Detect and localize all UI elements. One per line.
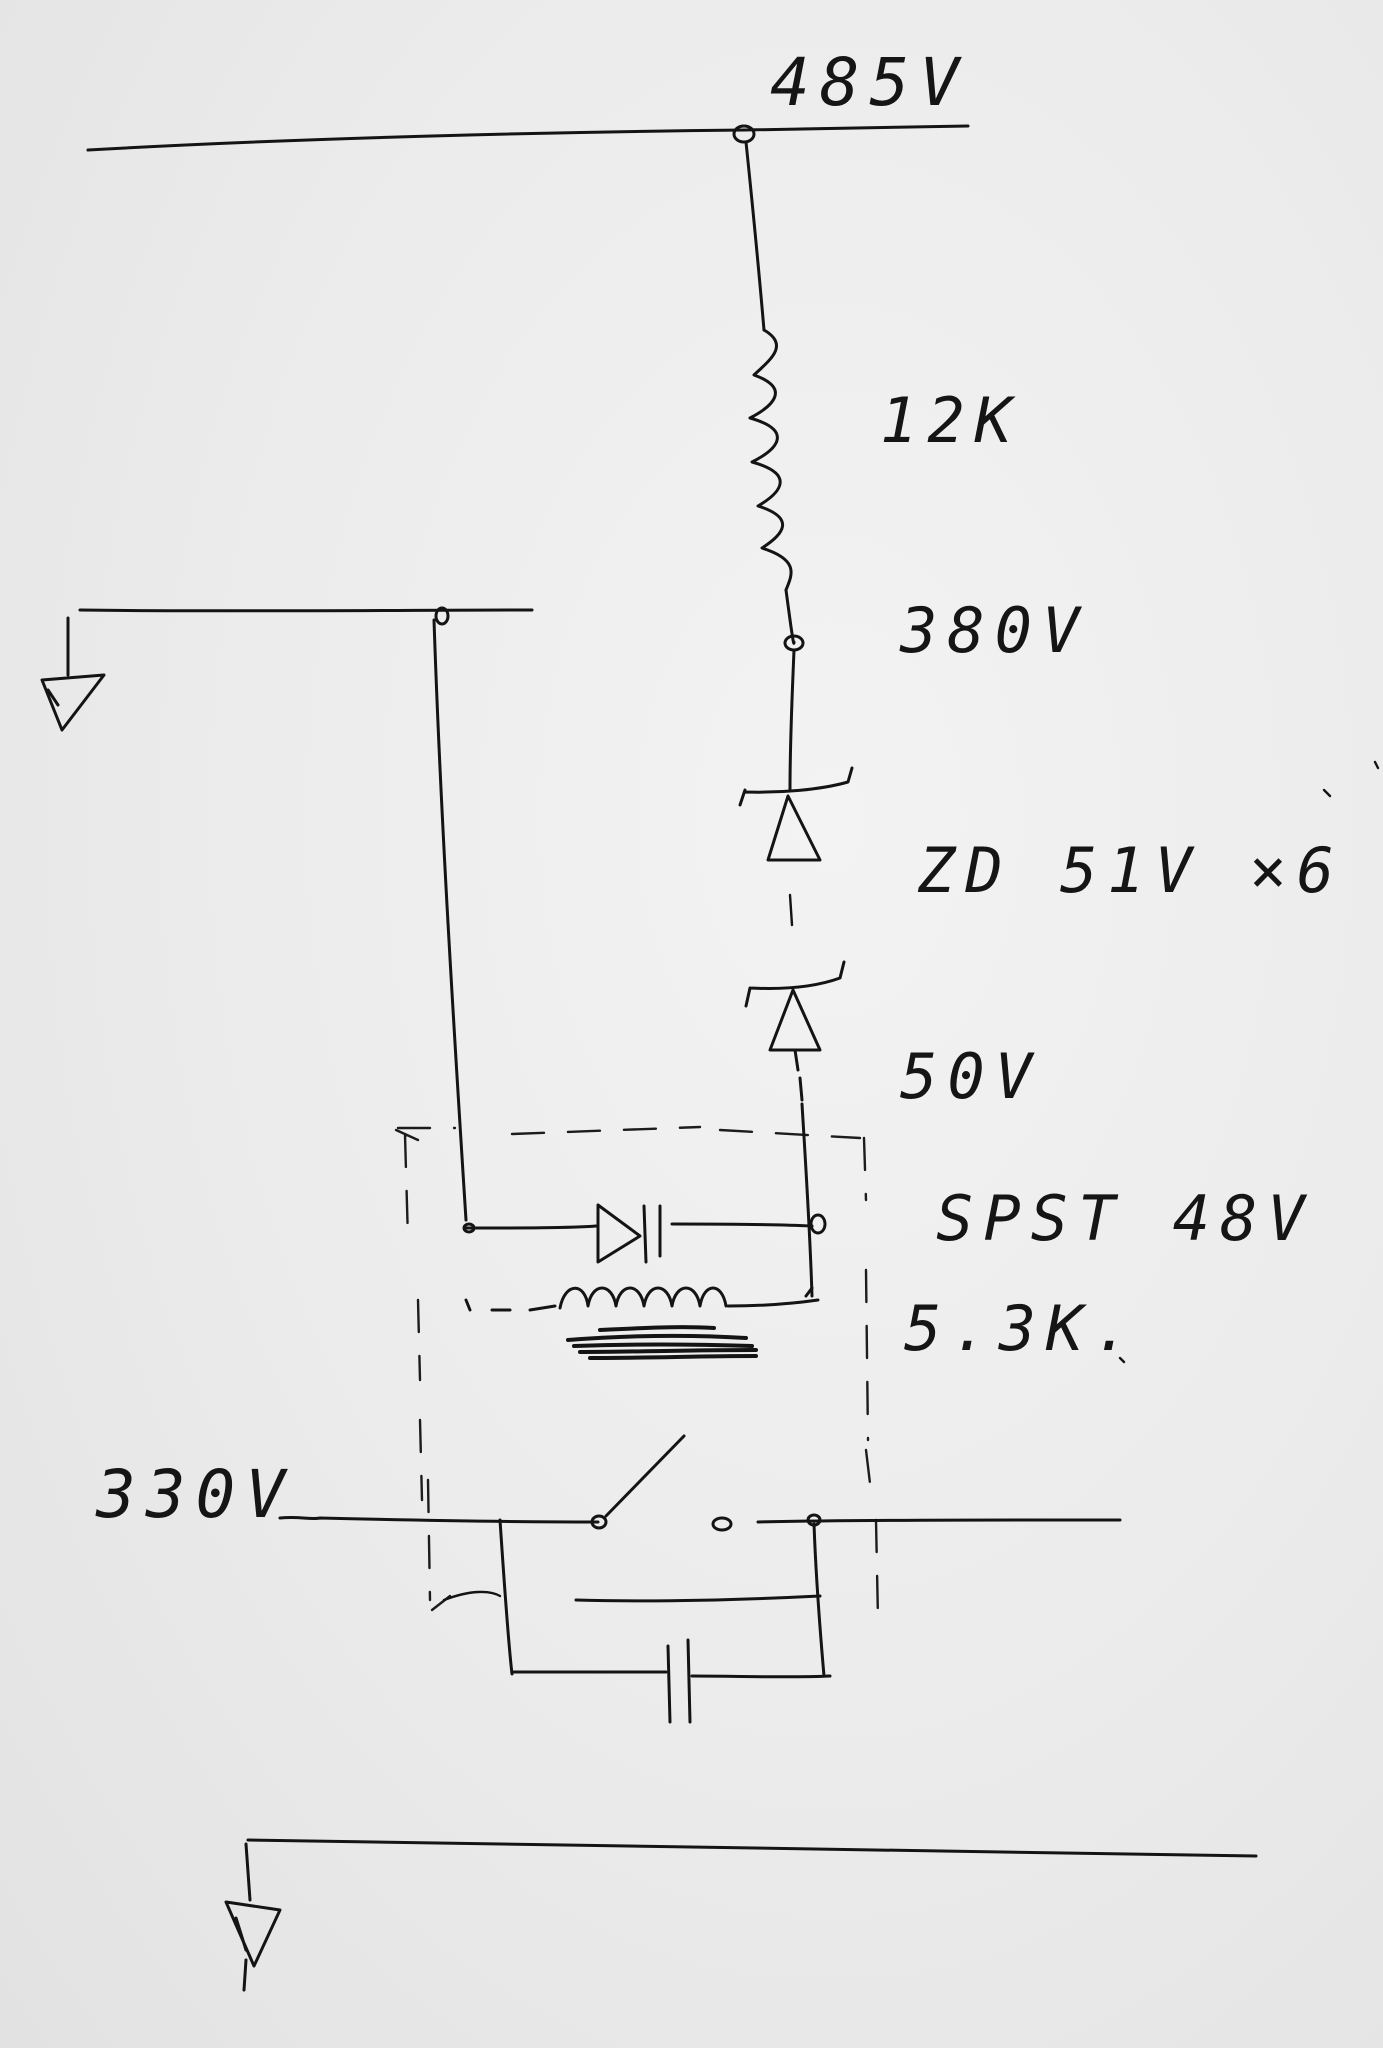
diode-row-wire-right [670,1222,814,1228]
zener-top-wire [788,648,796,792]
diode-row-wire-left [464,1224,598,1230]
switch-blade [604,1434,686,1518]
diode-left-node [462,1222,476,1234]
zener-diode-2 [744,960,846,1052]
upper-ground-symbol [40,673,106,732]
snubber-right-vertical [812,1522,826,1678]
supply-drop-wire [744,140,766,332]
snubber-bottom-right [690,1674,832,1679]
diode-right-node [809,1213,827,1235]
zener-label: ZD 51V ×6 [918,834,1344,907]
relay-right-vertical [800,1102,814,1298]
snubber-capacitor [666,1638,692,1724]
upper-ground-node [434,606,450,626]
relay-housing-right [862,1136,880,1622]
flyback-diode [596,1203,662,1264]
zener-diode-1 [738,766,854,862]
load-voltage-label: 330V [96,1456,295,1533]
snubber-left-vertical [498,1518,514,1676]
coil-resistance-label: 5.3K. [904,1292,1141,1365]
resistor-value-label: 12K [880,384,1022,457]
switch-contact [711,1516,733,1532]
resistor-12k [748,328,793,592]
coil-wire-left [464,1298,557,1312]
upper-ground-rail [78,608,534,613]
supply-node [732,124,756,144]
supply-voltage-label: 485V [770,44,969,121]
coil-wire-right [726,1286,820,1308]
resistor-lower-wire [784,588,796,645]
load-line-left [278,1515,600,1524]
load-line-right [756,1518,1122,1524]
ground-to-relay-wire [432,618,468,1222]
snubber-mid-line [574,1594,822,1603]
relay-housing-top [396,1125,862,1140]
lower-ground-rail [246,1838,1258,1858]
supply-rail [86,124,970,152]
stray-mark [1118,760,1380,1364]
relay-core [566,1325,758,1360]
node-380v-label: 380V [900,594,1090,667]
relay-coil-5-3k [558,1286,728,1310]
zener-to-relay-wire [793,1048,804,1102]
lower-ground-symbol [224,1900,282,1992]
zener-series-link [788,893,794,927]
switch-pivot [590,1514,608,1530]
snubber-left-stub [442,1590,502,1602]
node-50v-label: 50V [900,1040,1042,1113]
relay-label: SPST 48V [936,1182,1315,1255]
lower-ground-drop [244,1842,252,1902]
relay-housing-left [394,1128,432,1602]
